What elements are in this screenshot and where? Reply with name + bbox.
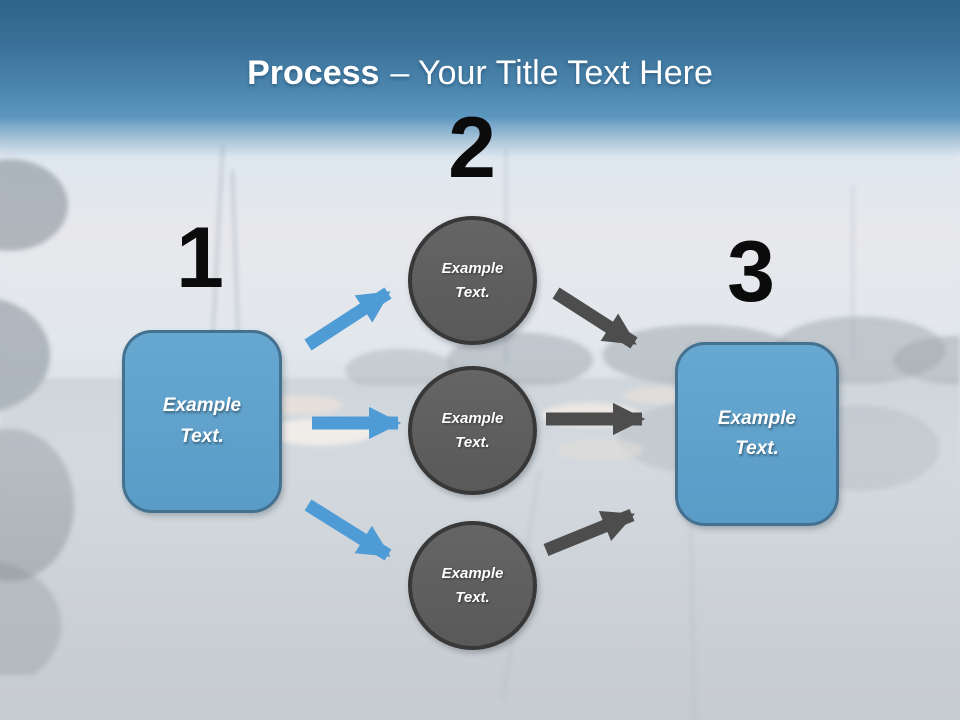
arrow-circle3-to-box3-icon <box>543 508 636 557</box>
step2-circle-1-text: Example Text. <box>441 260 504 301</box>
step2-circle-1: Example Text. <box>408 216 537 345</box>
step1-box-text: Example Text. <box>162 395 242 447</box>
arrow-box1-to-circle1-icon <box>304 287 392 351</box>
slide-title: Process – Your Title Text Here <box>0 54 960 93</box>
step-number-3: 3 <box>727 224 775 320</box>
slide-title-rest: – Your Title Text Here <box>390 54 713 92</box>
step2-circle-3-text: Example Text. <box>441 565 504 606</box>
step-number-1: 1 <box>176 210 224 306</box>
header-gradient-band <box>0 0 960 158</box>
step2-circle-3: Example Text. <box>408 521 537 650</box>
step3-box-text: Example Text. <box>717 407 797 459</box>
slide-title-emphasis: Process <box>247 54 380 92</box>
step-number-2: 2 <box>448 100 496 196</box>
arrow-box1-to-circle3-icon <box>304 499 392 561</box>
background-mast-line <box>852 185 854 360</box>
step3-box: Example Text. <box>675 342 839 526</box>
arrow-circle1-to-box3-icon <box>552 287 638 349</box>
step2-circle-2: Example Text. <box>408 366 537 495</box>
step2-circle-2-text: Example Text. <box>441 410 504 451</box>
step1-box: Example Text. <box>122 330 282 513</box>
